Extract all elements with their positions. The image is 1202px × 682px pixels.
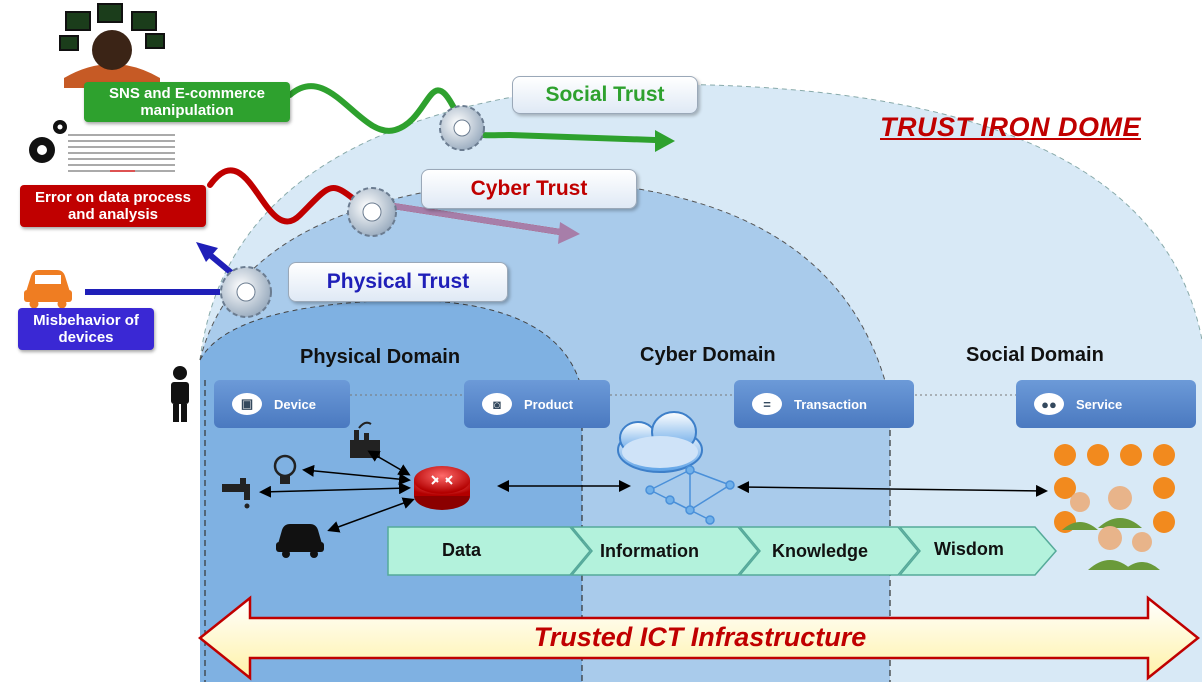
gear-icon-error xyxy=(29,120,67,163)
dikw-data-label: Data xyxy=(442,540,482,560)
chip-icon: ▣ xyxy=(232,393,262,415)
service-layer: ●● Service xyxy=(1016,380,1196,428)
dikw-information-shape xyxy=(570,526,759,576)
transaction-layer: = Transaction xyxy=(734,380,914,428)
dikw-information-label: Information xyxy=(600,541,699,561)
router-icon xyxy=(414,466,470,510)
gear-icon-cyber xyxy=(347,187,397,237)
person-icon xyxy=(171,366,189,422)
faucet-icon xyxy=(222,478,250,509)
car-icon-device xyxy=(276,524,324,558)
dikw-wisdom-label: Wisdom xyxy=(934,539,1004,559)
product-icon: ◙ xyxy=(482,393,512,415)
physical-trust-box: Physical Trust xyxy=(288,262,508,302)
social-domain-title: Social Domain xyxy=(966,344,1104,366)
cloud-icon xyxy=(617,411,703,473)
bulb-icon xyxy=(273,454,297,484)
cyber-wave-arrow xyxy=(207,167,563,235)
users-icon xyxy=(1054,444,1175,570)
infrastructure-label: Trusted ICT Infrastructure xyxy=(533,622,867,652)
car-icon xyxy=(24,270,72,309)
gear-icon-social xyxy=(439,105,485,151)
dome-title: TRUST IRON DOME xyxy=(880,112,1141,142)
network-icon xyxy=(645,465,735,525)
transaction-label: Transaction xyxy=(794,396,867,412)
transaction-icon: = xyxy=(752,393,782,415)
dikw-knowledge-label: Knowledge xyxy=(772,541,869,561)
dikw-wisdom-shape xyxy=(898,526,1057,576)
device-label: Device xyxy=(274,396,316,412)
dikw-data-shape xyxy=(387,526,591,576)
product-layer: ◙ Product xyxy=(464,380,610,428)
social-trust-box: Social Trust xyxy=(512,76,698,114)
service-label: Service xyxy=(1076,396,1123,412)
physical-domain-title: Physical Domain xyxy=(300,346,461,368)
cyber-arrowhead xyxy=(558,222,580,244)
physical-up-arrowhead xyxy=(196,242,218,262)
sns-threat-box: SNS and E-commerce manipulation xyxy=(84,82,290,122)
cyber-domain-title: Cyber Domain xyxy=(640,344,776,366)
infrastructure-arrow xyxy=(197,595,1201,681)
dikw-knowledge-shape xyxy=(738,526,919,576)
cyber-trust-box: Cyber Trust xyxy=(421,169,637,209)
hacker-icon xyxy=(59,3,165,88)
gear-icon-physical xyxy=(220,266,272,318)
binary-data-block xyxy=(68,134,175,172)
product-label: Product xyxy=(524,396,574,412)
error-threat-box: Error on data process and analysis xyxy=(20,185,206,227)
misbehavior-threat-box: Misbehavior of devices xyxy=(18,308,154,350)
device-layer: ▣ Device xyxy=(214,380,350,428)
social-arrowhead xyxy=(655,130,675,152)
service-icon: ●● xyxy=(1034,393,1064,415)
